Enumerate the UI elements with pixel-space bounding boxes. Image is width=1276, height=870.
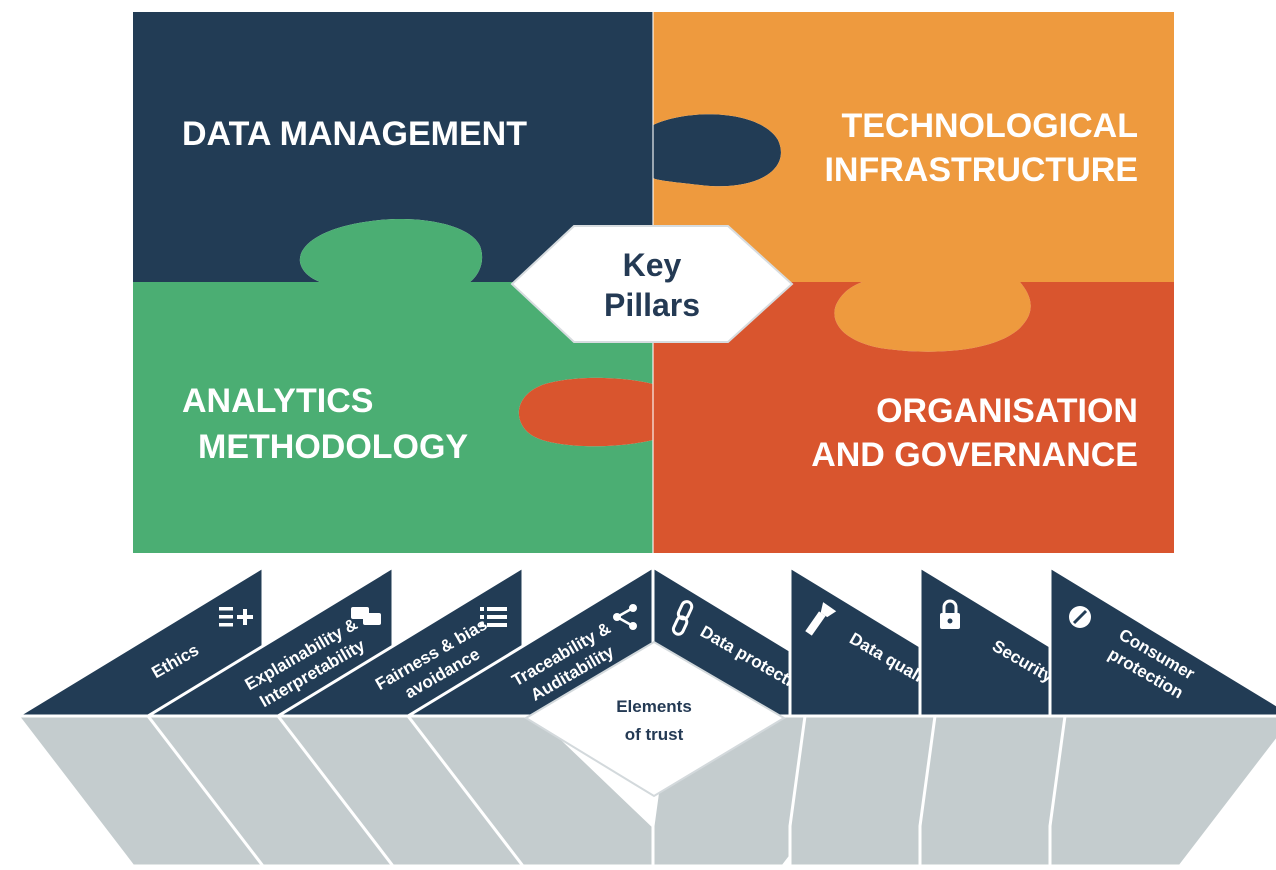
chat-bubbles-icon (351, 607, 381, 625)
pillar-label-tech-line2: INFRASTRUCTURE (824, 151, 1138, 189)
elements-of-trust-diamond (524, 640, 786, 798)
trust-tab-left-2 (142, 564, 395, 718)
trust-element-explainability: Explainability &Interpretability (142, 564, 395, 718)
elements-of-trust-line1: Elements (616, 697, 692, 716)
pillar-label-org-line2: AND GOVERNANCE (811, 436, 1138, 474)
key-pillars-line1: Key (623, 247, 682, 283)
share-icon (613, 604, 637, 630)
elements-of-trust-line2: of trust (625, 725, 684, 744)
trust-element-ethics: Ethics (12, 564, 265, 718)
pillar-label-analytics-line1: ANALYTICS (182, 382, 373, 420)
trust-tab-left-1 (12, 564, 265, 718)
padlock-icon (940, 599, 960, 629)
trust-tab-right-4 (1048, 564, 1276, 718)
flashlight-icon (805, 602, 837, 636)
puzzle-piece-organisation-governance (518, 282, 1174, 553)
bullet-list-icon (480, 607, 507, 627)
trust-element-consumer-protection: Consumerprotection (1048, 564, 1276, 718)
puzzle-piece-analytics-methodology (133, 219, 653, 553)
key-pillars-hexagon (510, 225, 794, 343)
chain-link-icon (671, 600, 694, 636)
pillar-label-tech-line1: TECHNOLOGICAL (841, 107, 1138, 145)
puzzle (133, 12, 1174, 553)
puzzle-piece-data-management (133, 12, 781, 282)
list-plus-icon (219, 607, 253, 627)
puzzle-piece-technological-infrastructure (653, 12, 1174, 352)
trust-base-right-4 (1048, 714, 1276, 868)
key-pillars-line2: Pillars (604, 287, 700, 323)
trust-tab-left-3 (272, 564, 525, 718)
pillar-label-data-management: DATA MANAGEMENT (182, 115, 527, 153)
pillar-label-analytics-line2: METHODOLOGY (198, 428, 468, 466)
pillar-label-org-line1: ORGANISATION (876, 392, 1138, 430)
trust-element-fairness-bias: Fairness & biasavoidance (272, 564, 525, 718)
shield-icon (1069, 606, 1091, 628)
